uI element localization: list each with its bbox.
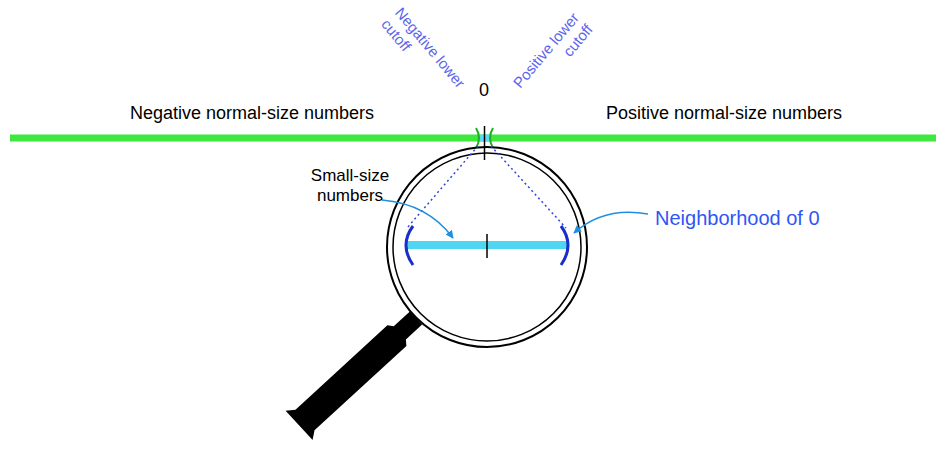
leader-arrow [574, 212, 648, 233]
projection-line [491, 146, 566, 228]
zero-label: 0 [479, 80, 489, 102]
region-label: Negative normal-size numbers [130, 103, 374, 125]
positive-cutoff-bracket [490, 128, 493, 148]
magnifier-handle [286, 311, 423, 440]
neighborhood-bracket-right [561, 226, 568, 265]
magnifier-lens [393, 153, 581, 341]
magnifier-rim [387, 147, 587, 347]
projection-line [407, 146, 478, 228]
region-label: Positive normal-size numbers [606, 103, 842, 125]
neighborhood-bracket-left [406, 226, 413, 265]
number-line [10, 135, 936, 142]
leader-arrow [382, 200, 453, 238]
cutoff-label: Positive lower cutoff [497, 9, 597, 118]
zero-tick-magnified [486, 234, 488, 258]
zero-tick [484, 126, 486, 160]
lens-top-tick [484, 147, 486, 160]
callout-label: Neighborhood of 0 [655, 206, 820, 230]
negative-cutoff-bracket [476, 128, 479, 148]
cutoff-label: Negative lower cutoff [377, 4, 477, 113]
callout-label: Small-size numbers [300, 166, 400, 207]
